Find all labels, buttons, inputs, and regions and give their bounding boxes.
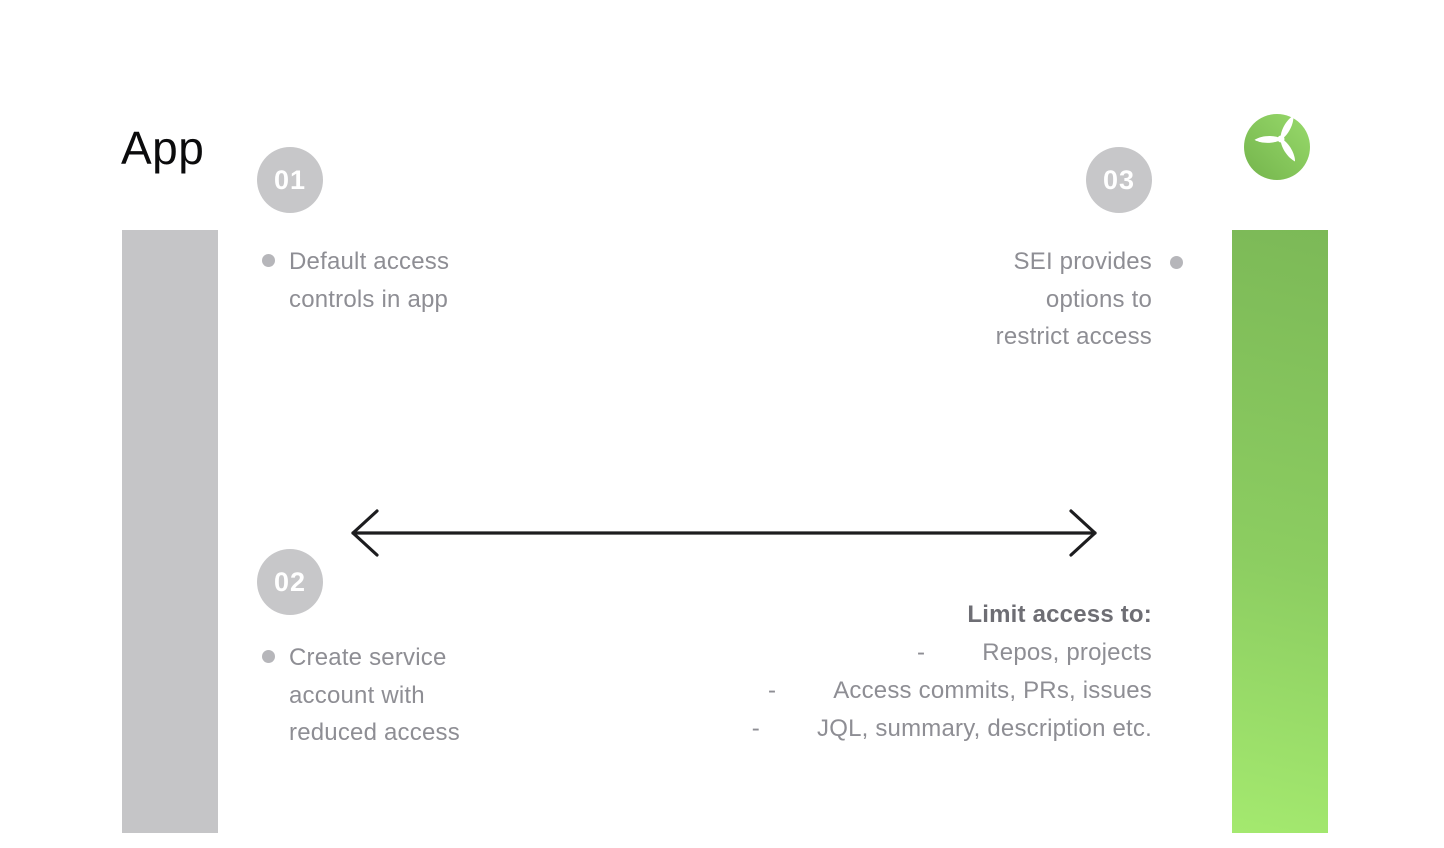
text-line: restrict access	[995, 323, 1152, 350]
step-badge-01: 01	[257, 147, 323, 213]
propeller-logo-icon	[1244, 114, 1310, 180]
step-text-default-access: Default access controls in app	[289, 243, 449, 318]
bullet-icon	[262, 254, 275, 267]
list-item: - JQL, summary, description etc.	[752, 710, 1152, 748]
step-text-sei-restrict: SEI provides options to restrict access	[996, 243, 1152, 356]
step-badge-03: 03	[1086, 147, 1152, 213]
step-badge-02: 02	[257, 549, 323, 615]
list-item-text: JQL, summary, description etc.	[817, 715, 1152, 742]
step-text-service-account: Create service account with reduced acce…	[289, 639, 460, 752]
dash-bullet: -	[751, 715, 760, 742]
text-line: controls in app	[289, 285, 449, 313]
bullet-icon	[262, 650, 275, 663]
text-line: options to	[1045, 285, 1152, 313]
list-item-text: Repos, projects	[982, 639, 1152, 666]
dash-bullet: -	[917, 639, 926, 666]
page-title: App	[121, 122, 205, 174]
text-line: reduced access	[289, 719, 460, 746]
limit-access-list: Limit access to: - Repos, projects - Acc…	[752, 596, 1152, 748]
text-line: SEI provides	[1013, 248, 1152, 275]
list-item-text: Access commits, PRs, issues	[833, 677, 1152, 704]
list-item: - Access commits, PRs, issues	[752, 672, 1152, 710]
step-number: 02	[273, 566, 307, 597]
limit-access-header: Limit access to:	[967, 601, 1152, 628]
step-number: 03	[1102, 164, 1136, 195]
double-arrow-icon	[351, 509, 1097, 557]
text-line: Create service	[289, 644, 447, 671]
step-number: 01	[273, 164, 307, 195]
bullet-icon	[1170, 256, 1183, 269]
app-column-bar	[122, 230, 218, 833]
dash-bullet: -	[768, 677, 777, 704]
text-line: Default access	[289, 248, 450, 275]
list-item: - Repos, projects	[752, 634, 1152, 672]
sei-column-bar	[1232, 230, 1328, 833]
text-line: account with	[289, 681, 425, 709]
